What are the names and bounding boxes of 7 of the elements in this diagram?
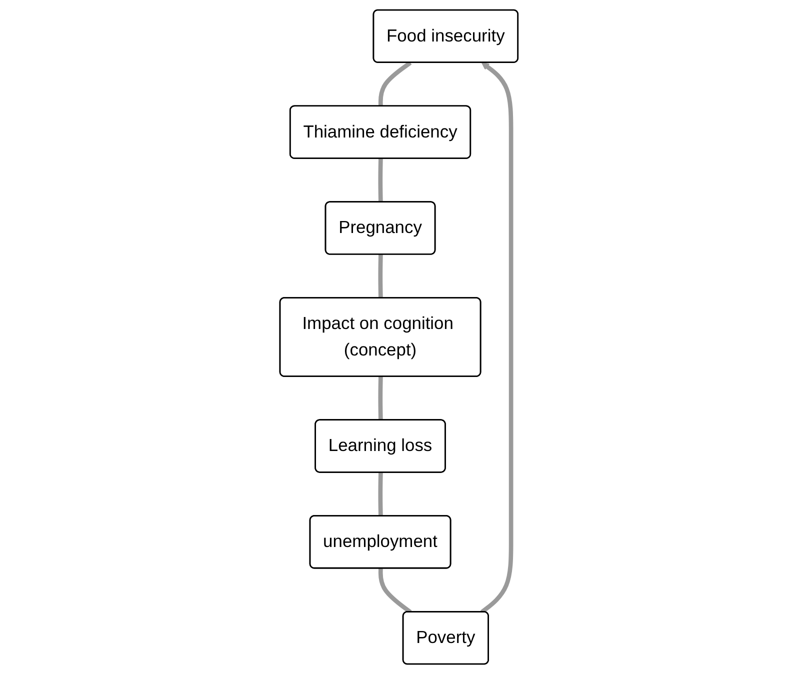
connector [378,158,382,202]
arrow [480,62,513,614]
connector [378,376,382,420]
connector [378,472,382,516]
connector [378,254,382,298]
connector [378,60,412,106]
connector [378,568,412,614]
